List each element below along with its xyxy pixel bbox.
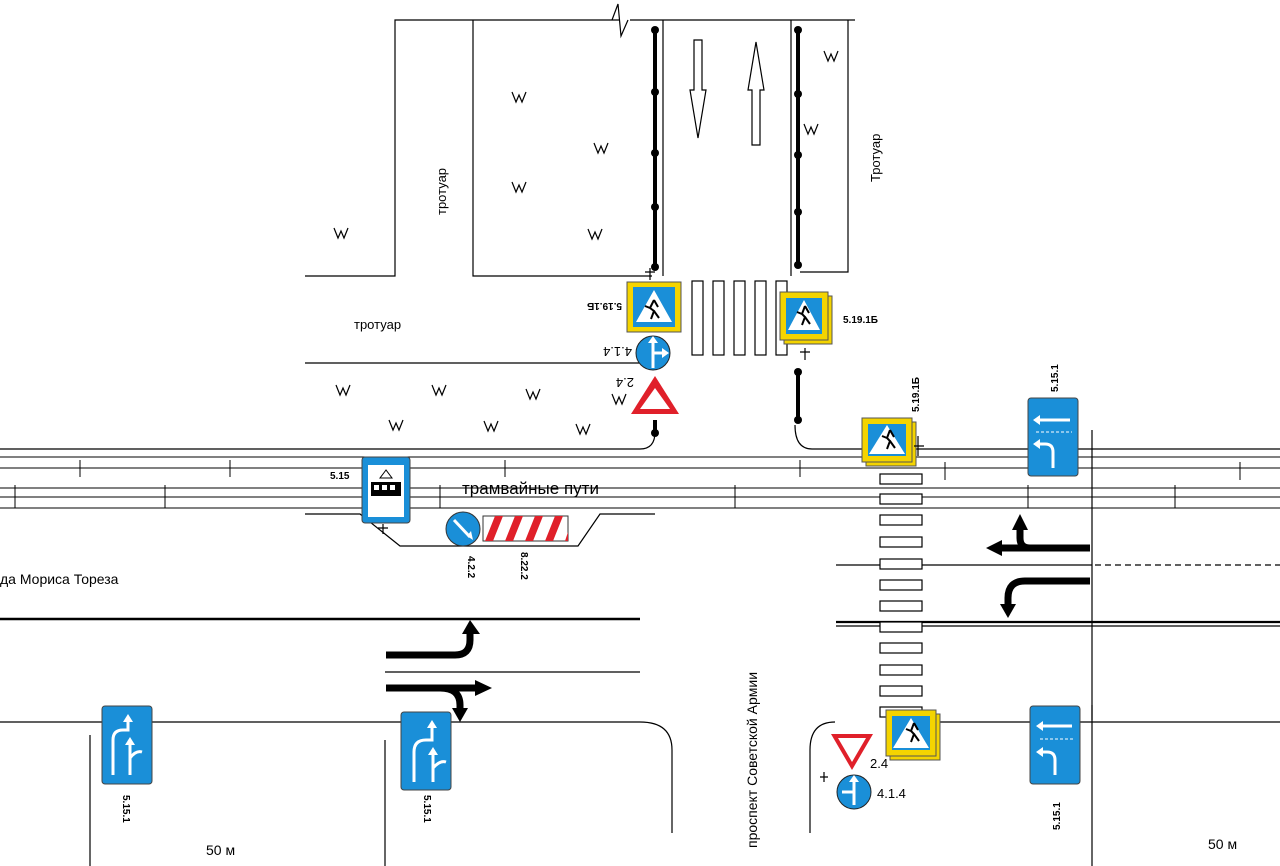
grass-symbols	[333, 50, 839, 435]
yield-sign	[831, 734, 873, 770]
pedestrian-crossing-sign	[861, 417, 917, 467]
pedestrian-crossing-sign	[626, 281, 682, 333]
lane-direction-sign	[101, 705, 153, 785]
sign-label-5151-bl2: 5.15.1	[421, 795, 432, 823]
direction-straight-right-sign	[836, 774, 872, 810]
crosswalk-top	[691, 280, 788, 356]
yield-sign	[631, 376, 679, 414]
sign-label-51912-c: 5.19.1Б	[911, 377, 922, 412]
sign-label-422: 4.2.2	[465, 556, 476, 579]
street-label-morisa-toreza: да Мориса Тореза	[0, 571, 119, 587]
pass-obstacle-sign	[445, 511, 481, 547]
bollard-lines	[653, 28, 800, 434]
road-arrows	[386, 528, 1090, 712]
sign-label-24-a: 2.4	[616, 375, 634, 390]
lane-direction-sign	[1029, 705, 1081, 785]
lane-direction-sign	[1027, 397, 1079, 477]
sign-label-5151-br: 5.15.1	[1052, 802, 1063, 830]
sign-label-51912-b: 5.19.1Б	[843, 315, 878, 326]
distance-label-right: 50 м	[1208, 836, 1237, 852]
sidewalk-label-mid: тротуар	[354, 317, 401, 332]
sign-label-515: 5.15	[330, 471, 350, 482]
sign-label-51912-a: 5.19.1Б	[587, 300, 622, 311]
pedestrian-crossing-sign	[779, 291, 833, 345]
pedestrian-crossing-sign	[885, 709, 941, 761]
sign-label-5151-bl1: 5.15.1	[120, 795, 131, 823]
obstacle-marker-sign	[482, 515, 569, 542]
sign-label-24-b: 2.4	[870, 756, 888, 771]
sign-label-414-a: 4.1.4	[603, 344, 632, 359]
tram-tracks	[0, 456, 1280, 509]
sidewalk-label-left: тротуар	[434, 168, 449, 215]
curb-lines	[0, 19, 1280, 866]
sign-label-414-b: 4.1.4	[877, 786, 906, 801]
tram-tracks-label: трамвайные пути	[462, 479, 599, 498]
sign-label-8222: 8.22.2	[518, 552, 529, 580]
tram-stop-sign	[361, 456, 411, 524]
sidewalk-label-right: Тротуар	[868, 134, 883, 182]
crosswalk-right	[879, 473, 923, 718]
sign-label-5151-tr: 5.15.1	[1050, 364, 1061, 392]
distance-label-left: 50 м	[206, 842, 235, 858]
direction-straight-right-sign	[635, 335, 671, 371]
lane-direction-sign	[400, 711, 452, 791]
street-label-sovetskoy-armii: проспект Советской Армии	[744, 672, 760, 848]
lane-arrows-top	[689, 39, 765, 146]
